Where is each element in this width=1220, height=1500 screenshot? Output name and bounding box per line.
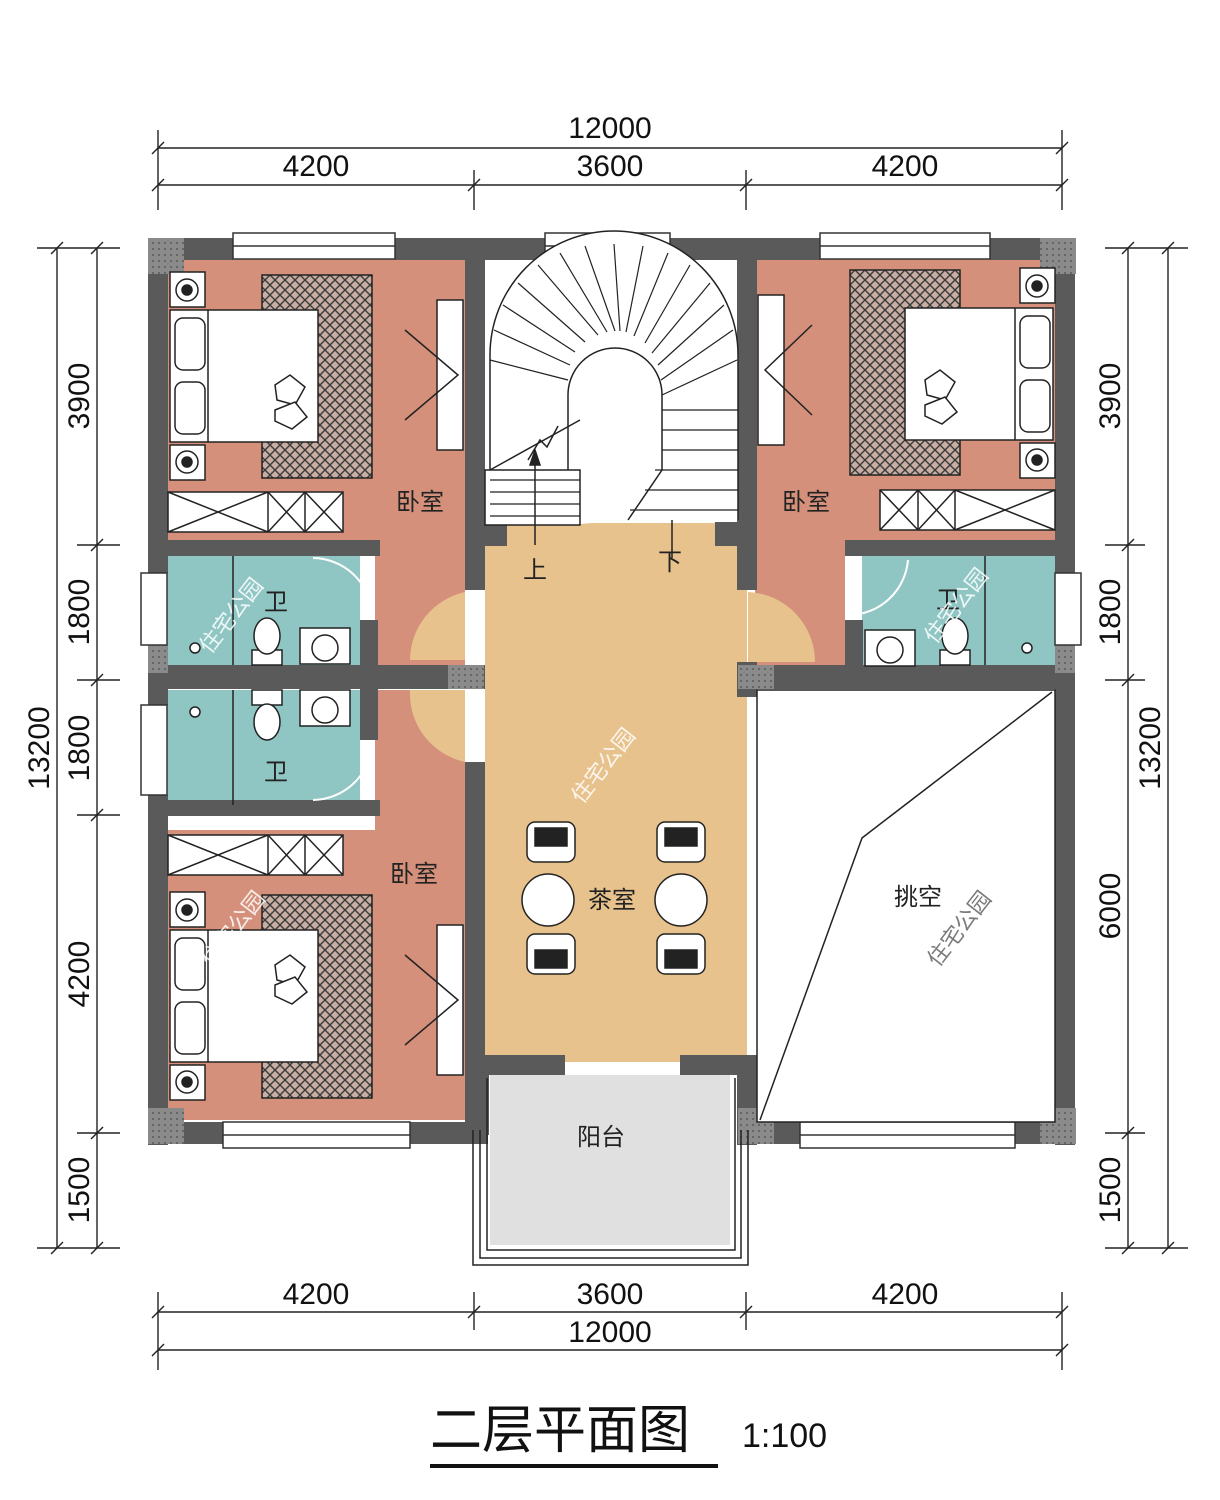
room-label-bedroom-bottom-left: 卧室 xyxy=(390,860,438,888)
room-label-bath-lower-left: 卫 xyxy=(264,758,288,786)
dimension-lines xyxy=(37,130,1188,1370)
room-label-void: 挑空 xyxy=(894,883,942,911)
dim-top-mid: 3600 xyxy=(577,150,644,183)
dim-right-1: 3900 xyxy=(1094,363,1127,430)
room-label-bedroom-top-left: 卧室 xyxy=(396,488,444,516)
void xyxy=(756,689,1056,1123)
dim-bottom-mid: 3600 xyxy=(577,1278,644,1311)
wardrobe-icon xyxy=(879,489,1056,531)
dimension-labels: 12000 4200 3600 4200 4200 3600 4200 1200… xyxy=(23,112,1167,1349)
dim-left-3: 1800 xyxy=(63,715,96,782)
room-label-bath-right: 卫 xyxy=(936,586,960,614)
columns xyxy=(148,238,1076,1144)
tea-room-area xyxy=(485,522,747,1062)
stair-down-label: 下 xyxy=(658,548,682,576)
bath-fixtures xyxy=(189,556,1033,805)
furniture-bottom-left xyxy=(167,834,464,1101)
tea-furniture xyxy=(521,821,708,975)
dim-left-1: 3900 xyxy=(63,363,96,430)
stair-up-label: 上 xyxy=(523,556,547,584)
shower-icon xyxy=(189,642,201,654)
dim-right-4: 1500 xyxy=(1094,1157,1127,1224)
stair xyxy=(484,230,739,558)
room-label-tea-room: 茶室 xyxy=(588,886,636,914)
dim-right-3: 6000 xyxy=(1094,873,1127,940)
dim-bottom-left: 4200 xyxy=(283,1278,350,1311)
room-label-bath-upper-left: 卫 xyxy=(264,588,288,616)
dim-left-total: 13200 xyxy=(23,706,56,789)
dim-bottom-total: 12000 xyxy=(568,1316,651,1349)
tv-cabinet-icon xyxy=(757,294,785,446)
dim-top-total: 12000 xyxy=(568,112,651,145)
table-icon xyxy=(521,873,575,927)
balcony-railing xyxy=(472,1078,749,1266)
dim-top-left: 4200 xyxy=(283,150,350,183)
plan-scale: 1:100 xyxy=(742,1417,827,1455)
dim-left-4: 4200 xyxy=(63,941,96,1008)
plan-title: 二层平面图 xyxy=(430,1401,690,1461)
toilet-icon xyxy=(253,617,281,655)
wardrobe-icon xyxy=(167,834,344,876)
wardrobe-icon xyxy=(167,491,344,533)
shower-icon xyxy=(189,706,201,718)
toilet-icon xyxy=(251,689,283,706)
doors xyxy=(312,557,909,801)
table-icon xyxy=(654,873,708,927)
dim-top-right: 4200 xyxy=(872,150,939,183)
dim-left-5: 1500 xyxy=(63,1157,96,1224)
dim-right-2: 1800 xyxy=(1094,579,1127,646)
shower-icon xyxy=(1021,642,1033,654)
room-label-balcony: 阳台 xyxy=(577,1123,625,1151)
dim-right-total: 13200 xyxy=(1134,706,1167,789)
furniture-top-right xyxy=(757,267,1056,531)
balcony-area xyxy=(490,1075,730,1245)
room-label-bedroom-top-right: 卧室 xyxy=(782,488,830,516)
dim-left-2: 1800 xyxy=(63,579,96,646)
furniture-top-left xyxy=(167,271,464,533)
dim-bottom-right: 4200 xyxy=(872,1278,939,1311)
